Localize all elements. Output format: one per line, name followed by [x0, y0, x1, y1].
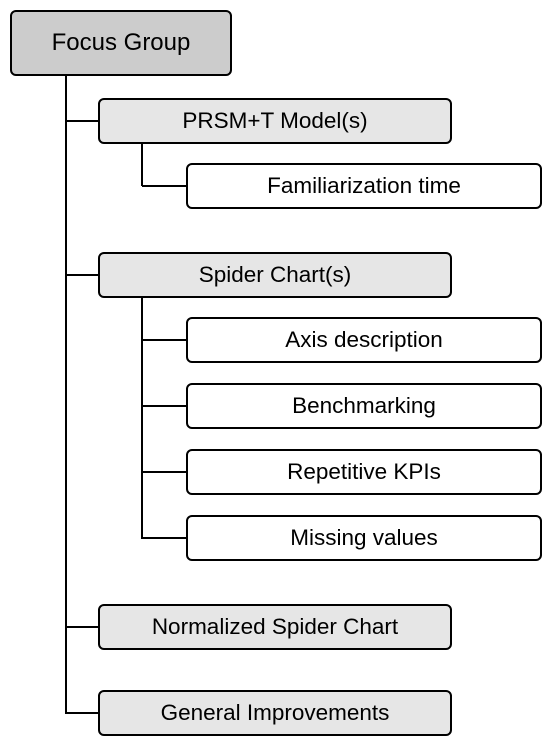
root-node-focus-group: Focus Group — [10, 10, 232, 76]
root-label: Focus Group — [51, 29, 191, 56]
node-axis-description: Axis description — [186, 317, 542, 363]
node-benchmarking: Benchmarking — [186, 383, 542, 429]
node-repetitive-kpis: Repetitive KPIs — [186, 449, 542, 495]
node-label: Familiarization time — [267, 173, 461, 198]
node-label: Normalized Spider Chart — [151, 614, 399, 639]
node-familiarization-time: Familiarization time — [186, 163, 542, 209]
node-label: Benchmarking — [292, 393, 436, 418]
node-spider-charts: Spider Chart(s) — [98, 252, 452, 298]
node-label: Missing values — [290, 525, 438, 550]
node-general-improvements: General Improvements — [98, 690, 452, 736]
node-label: PRSM+T Model(s) — [182, 108, 368, 133]
node-label: Axis description — [285, 327, 443, 352]
node-label: Spider Chart(s) — [198, 262, 352, 287]
node-label: Repetitive KPIs — [287, 459, 441, 484]
node-normalized-spider-chart: Normalized Spider Chart — [98, 604, 452, 650]
node-missing-values: Missing values — [186, 515, 542, 561]
node-prsm-t-models: PRSM+T Model(s) — [98, 98, 452, 144]
node-label: General Improvements — [160, 700, 390, 725]
